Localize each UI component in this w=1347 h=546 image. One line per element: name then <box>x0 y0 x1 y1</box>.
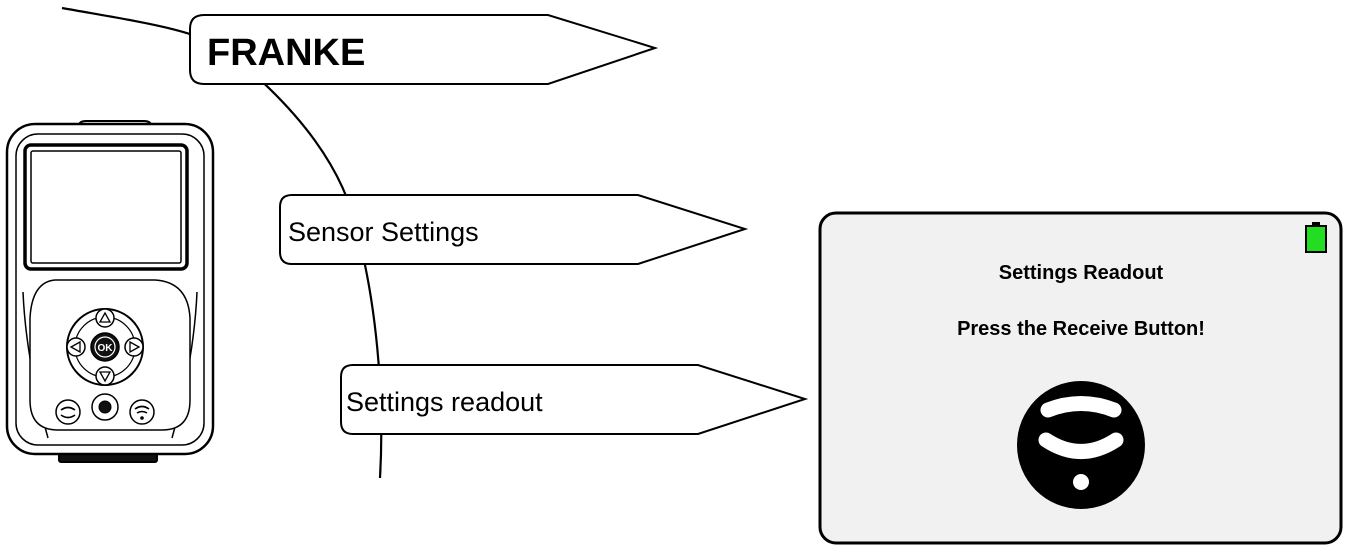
menu-tree-curve <box>61 6 383 479</box>
device-left-soft-button <box>55 399 81 425</box>
right-arrow-icon <box>129 340 141 354</box>
device-ok-ring <box>94 336 116 358</box>
left-soft-icon <box>60 406 76 419</box>
receive-wave-lower <box>1038 432 1124 459</box>
menu-level1-arrow <box>279 194 749 265</box>
menu-root-tag: FRANKE <box>189 14 659 85</box>
device-display-panel: Settings Readout Press the Receive Butto… <box>818 211 1343 545</box>
menu-level2-tag: Settings readout <box>340 364 809 435</box>
receive-wave-upper <box>1040 396 1122 418</box>
down-arrow-icon <box>98 371 112 383</box>
display-message: Press the Receive Button! <box>957 318 1205 340</box>
handheld-device-icon: OK <box>5 120 215 463</box>
battery-cap <box>1312 222 1320 226</box>
menu-root-arrow <box>189 14 659 85</box>
wireless-receive-icon <box>1017 381 1145 509</box>
battery-body <box>1305 225 1327 253</box>
menu-level1-label: Sensor Settings <box>288 217 479 247</box>
display-screen <box>818 211 1343 545</box>
menu-level1-tag: Sensor Settings <box>279 194 749 265</box>
display-title: Settings Readout <box>999 262 1164 284</box>
power-icon <box>98 400 112 414</box>
receive-dot <box>1073 474 1089 490</box>
up-arrow-icon <box>98 311 112 323</box>
device-ok-label: OK <box>98 343 114 354</box>
device-screen <box>30 150 182 264</box>
right-soft-dot <box>140 416 144 420</box>
left-arrow-icon <box>69 340 81 354</box>
right-soft-icon <box>134 405 150 414</box>
menu-root-label: FRANKE <box>207 32 365 74</box>
menu-level2-arrow <box>340 364 809 435</box>
menu-level2-label: Settings readout <box>346 387 543 417</box>
battery-full-icon <box>1305 222 1327 253</box>
